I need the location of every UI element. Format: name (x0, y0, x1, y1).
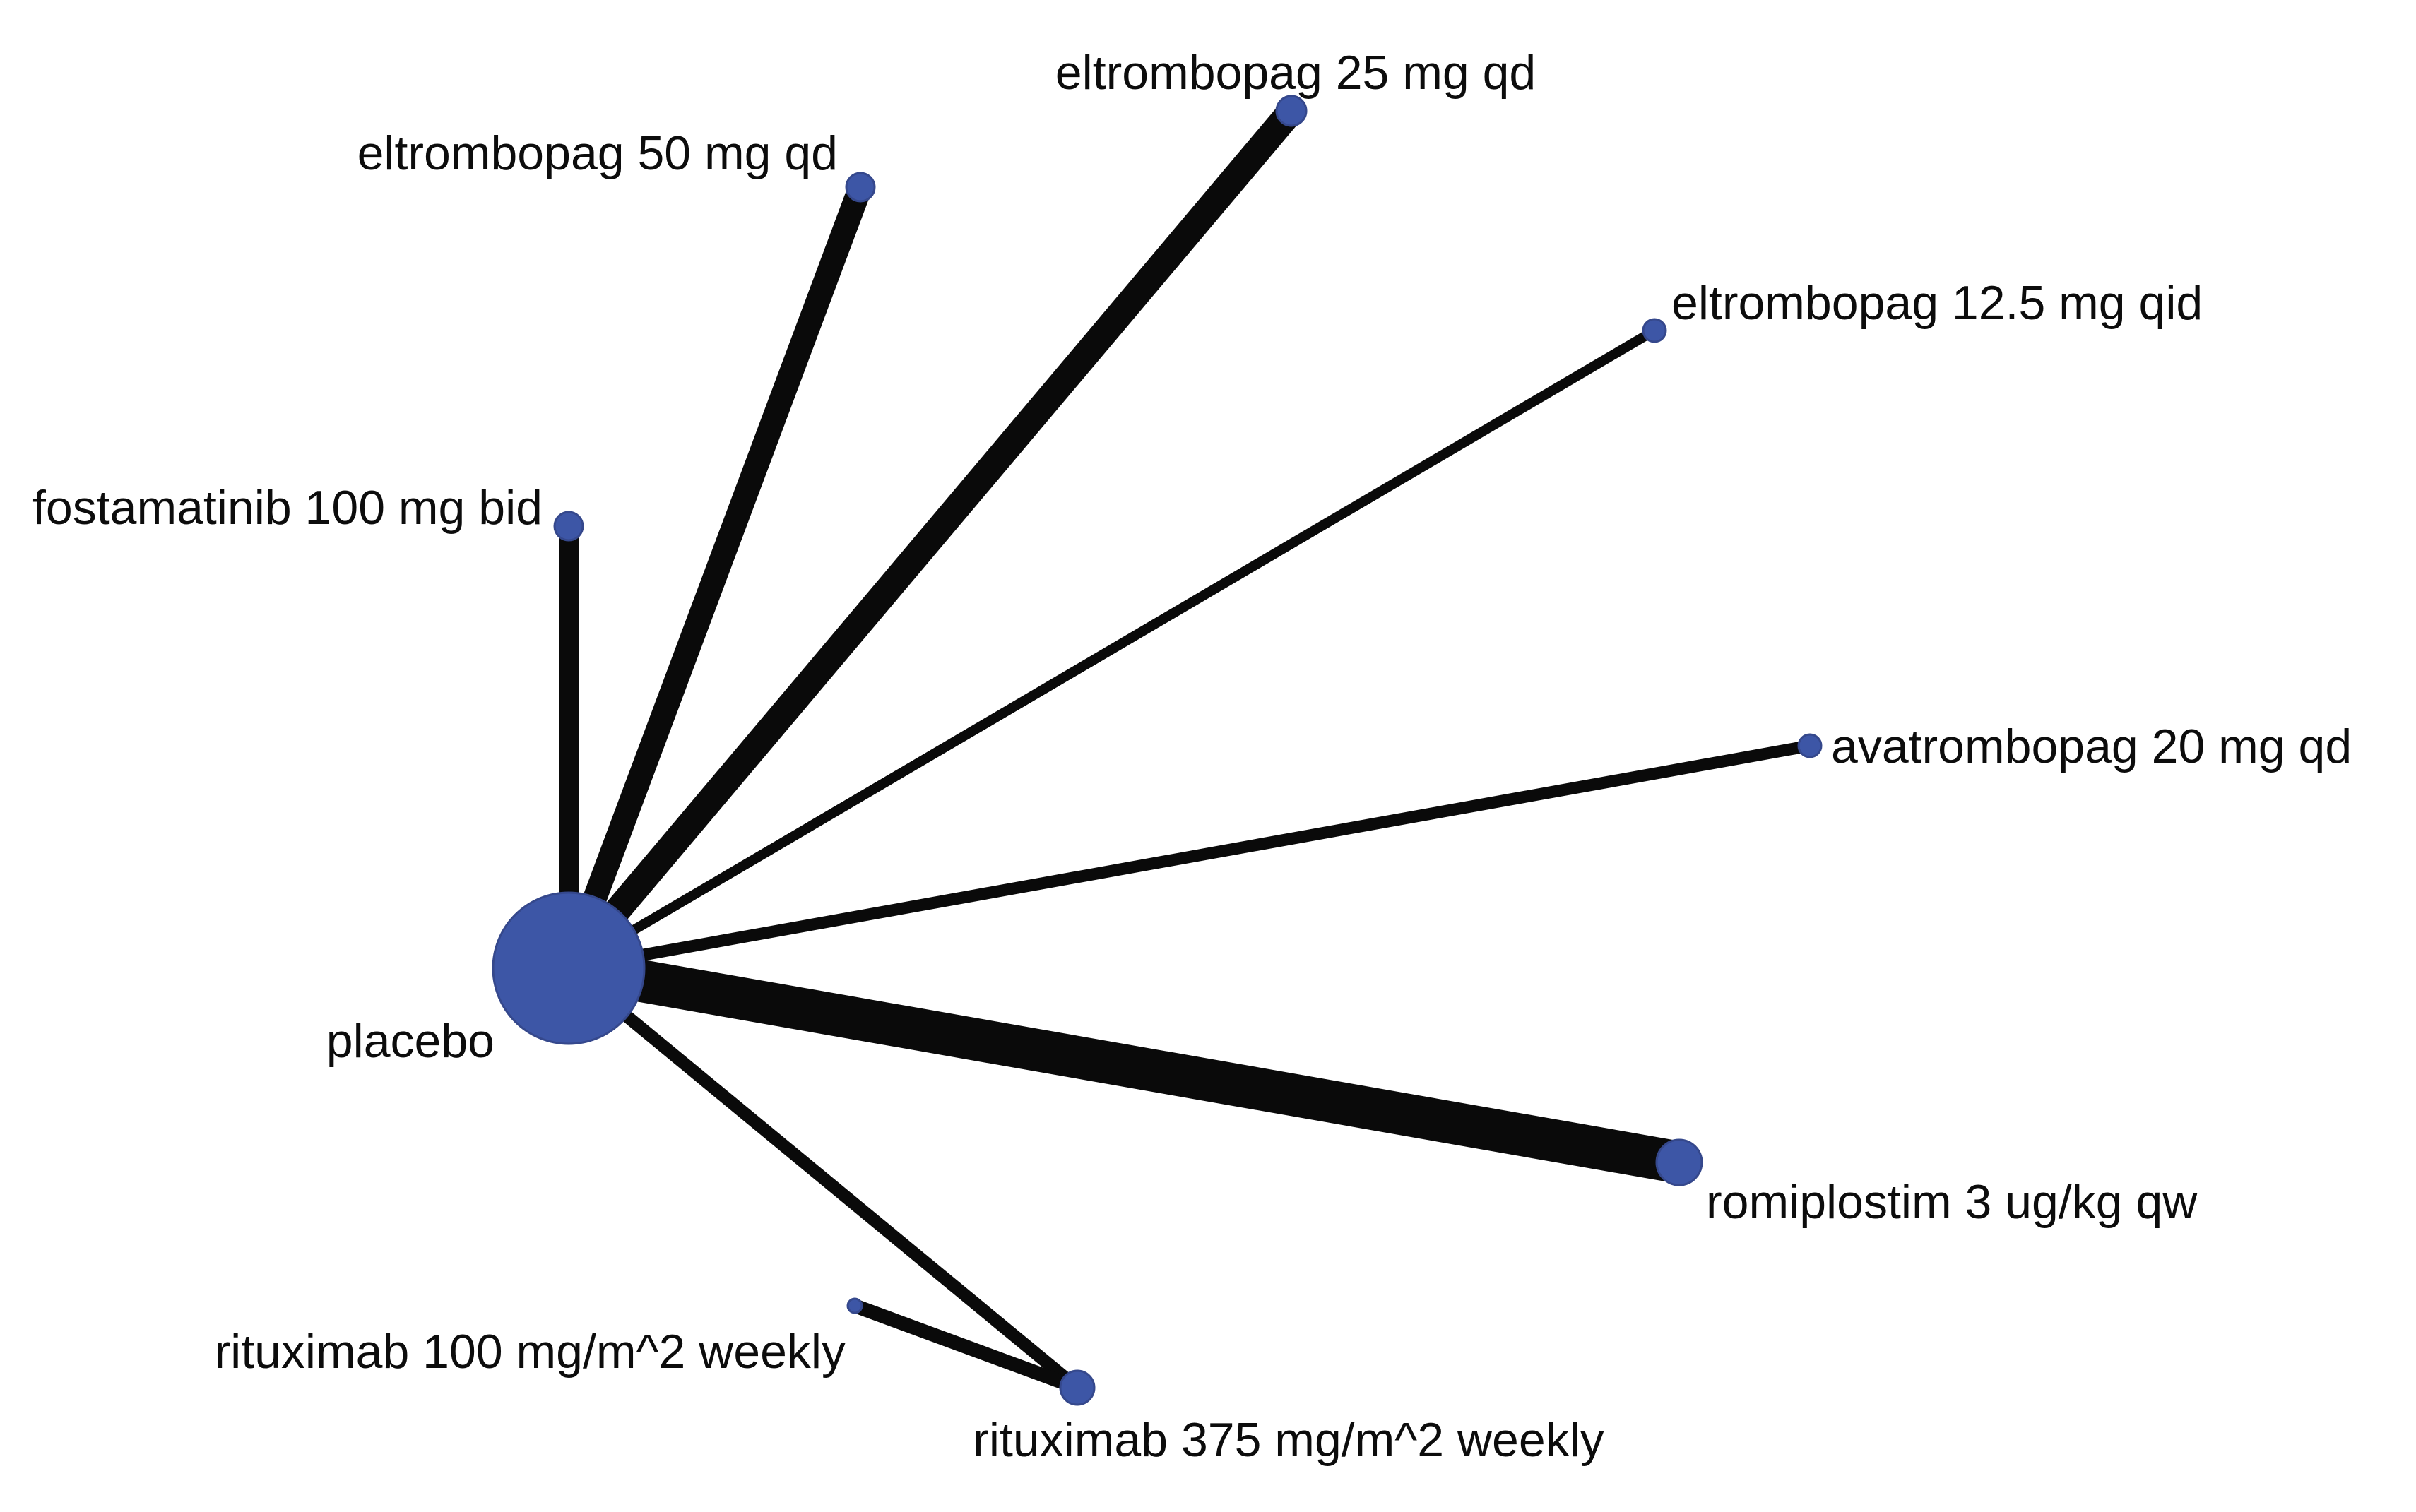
node-label-rituximab_375: rituximab 375 mg/m^2 weekly (973, 1413, 1604, 1467)
edge-placebo-romiplostim_3 (564, 947, 1683, 1184)
node-rituximab_375 (1059, 1369, 1096, 1406)
node-fostamatinib_100 (553, 511, 584, 542)
edges-layer (557, 102, 1811, 1395)
node-eltrombopag_50 (845, 172, 876, 203)
labels-layer: placebo eltrombopag 50 mg qd eltrombopag 2… (32, 46, 2352, 1467)
node-eltrombopag_125 (1642, 318, 1667, 343)
node-label-rituximab_100: rituximab 100 mg/m^2 weekly (214, 1325, 846, 1379)
node-label-fostamatinib_100: fostamatinib 100 mg bid (32, 481, 543, 535)
node-eltrombopag_25 (1275, 95, 1308, 127)
node-label-eltrombopag_50: eltrombopag 50 mg qd (357, 126, 838, 180)
node-avatrombopag_20 (1797, 733, 1823, 758)
node-label-eltrombopag_125: eltrombopag 12.5 mg qid (1671, 276, 2203, 330)
node-label-romiplostim_3: romiplostim 3 ug/kg qw (1706, 1175, 2198, 1229)
node-label-avatrombopag_20: avatrombopag 20 mg qd (1831, 720, 2352, 773)
edge-placebo-rituximab_375 (564, 963, 1082, 1393)
nodes-layer (492, 95, 1823, 1406)
edge-placebo-eltrombopag_50 (557, 183, 872, 972)
edge-placebo-eltrombopag_25 (558, 102, 1302, 977)
node-romiplostim_3 (1655, 1138, 1703, 1186)
node-rituximab_100 (846, 1297, 863, 1314)
node-label-eltrombopag_25: eltrombopag 25 mg qd (1055, 46, 1536, 100)
node-placebo (492, 891, 646, 1045)
edge-placebo-eltrombopag_125 (566, 326, 1657, 973)
edge-placebo-avatrombopag_20 (567, 739, 1811, 975)
node-label-placebo: placebo (326, 1014, 495, 1068)
edge-rituximab_100-rituximab_375 (852, 1299, 1080, 1395)
